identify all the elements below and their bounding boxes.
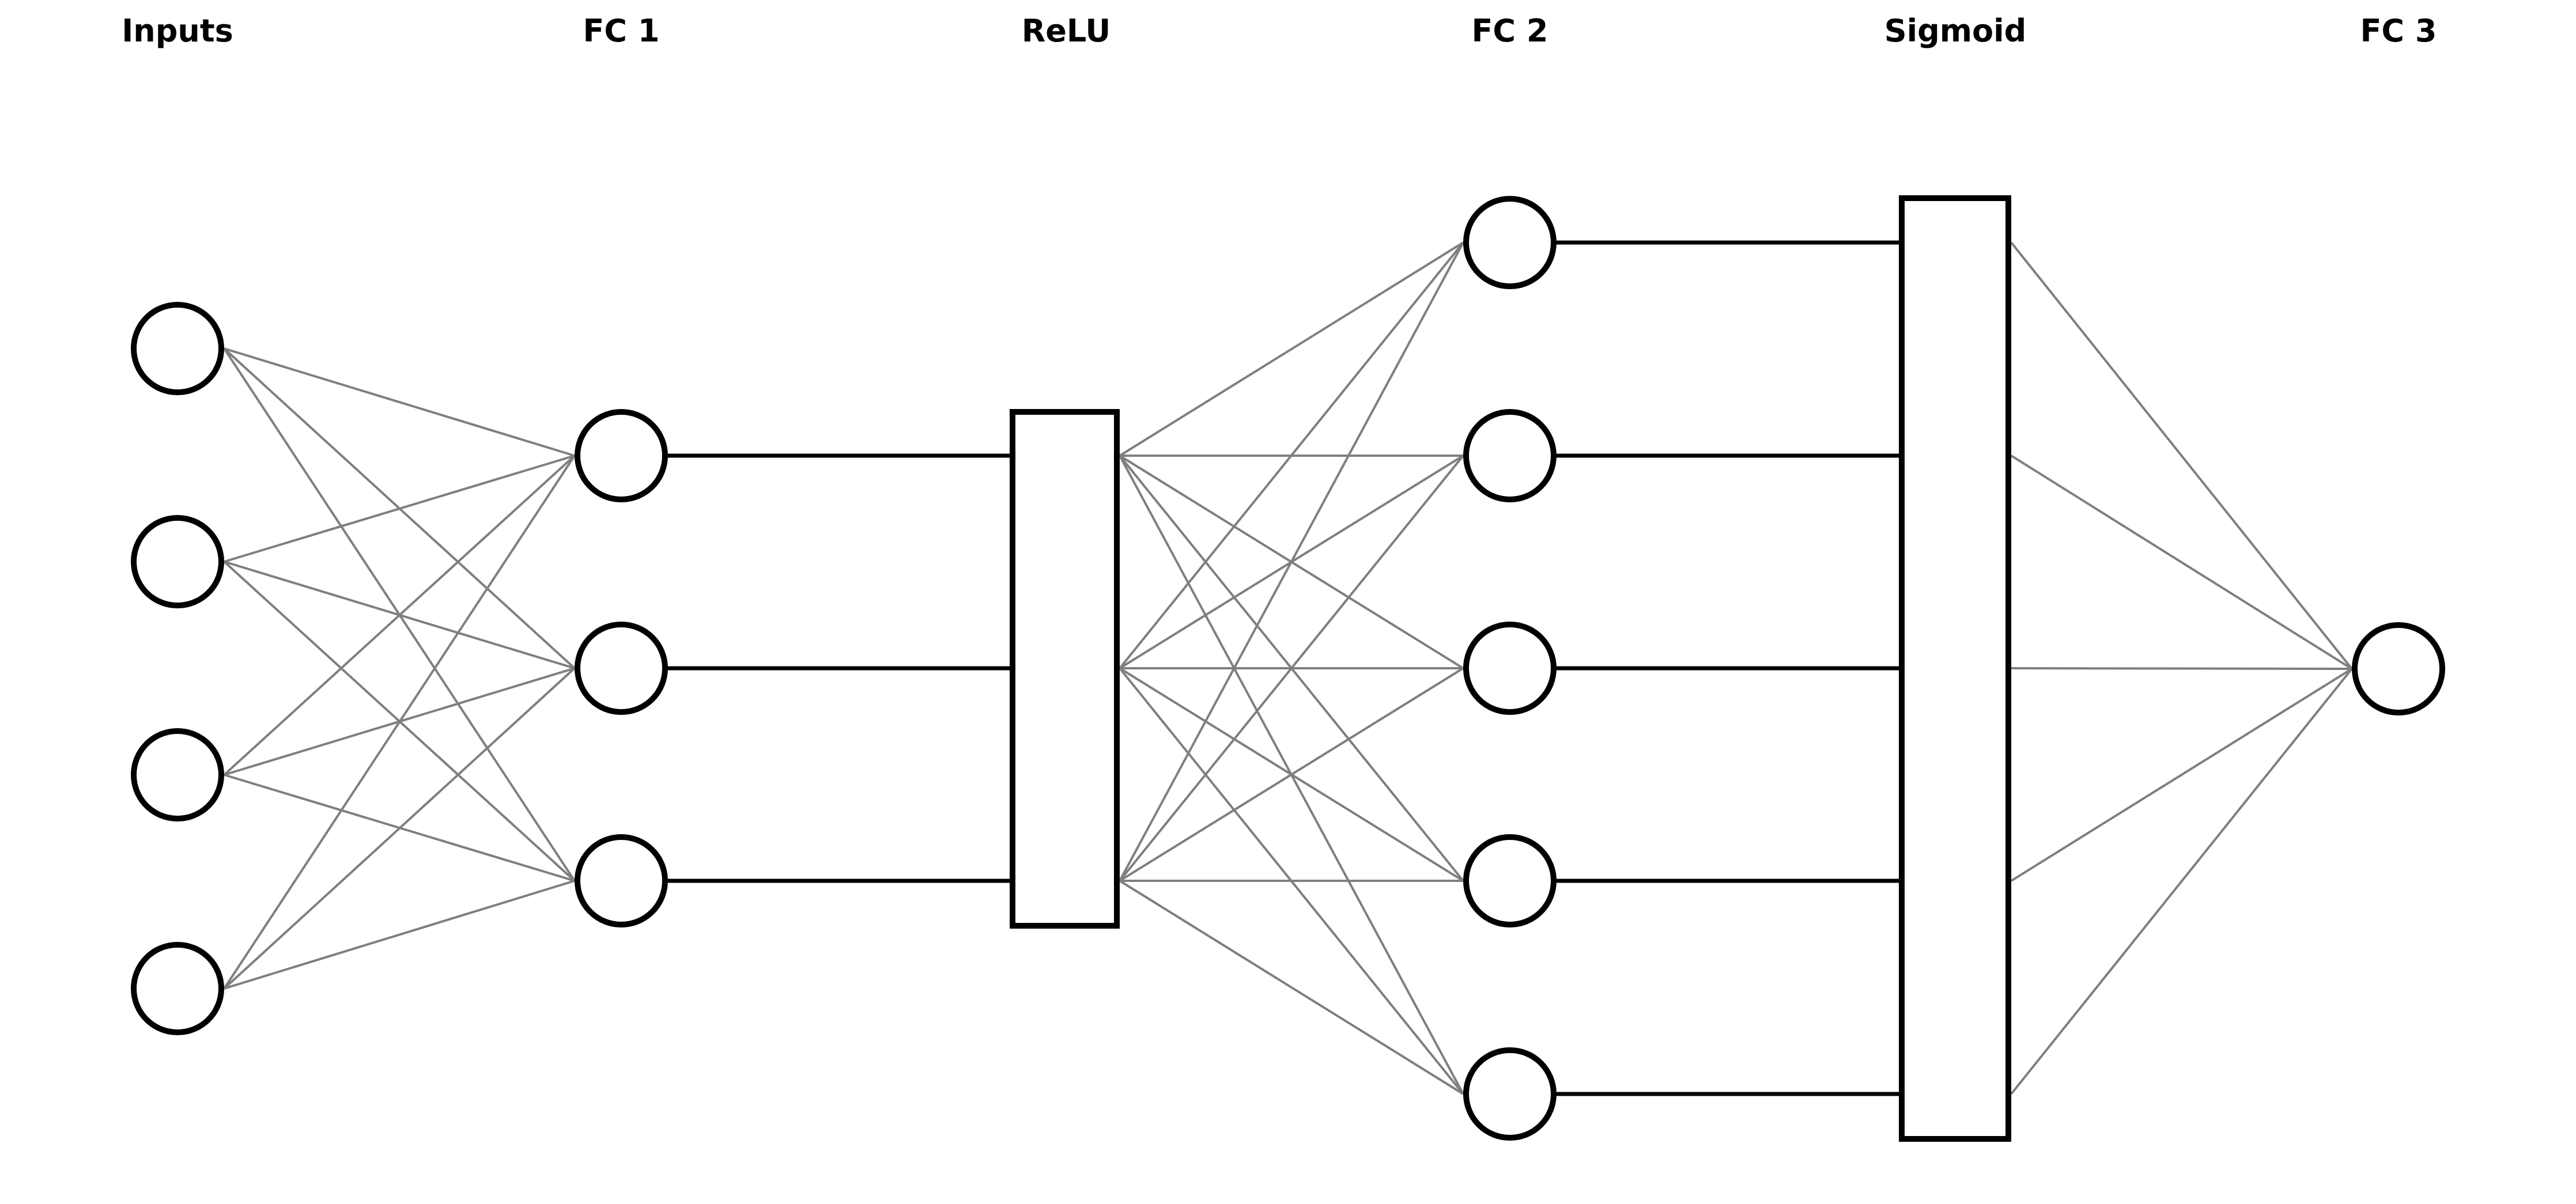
node-fc2-1 — [1463, 196, 1557, 289]
connection-relu-3-to-fc2-3 — [1119, 667, 1464, 882]
connection-relu-3-to-fc2-1 — [1119, 242, 1464, 881]
connection-sigmoid-3-to-fc3-1 — [2011, 667, 2352, 670]
node-fc3-1 — [2352, 622, 2445, 715]
connection-inputs-4-to-fc1-3 — [224, 880, 575, 990]
node-inputs-3 — [131, 728, 224, 821]
node-inputs-4 — [131, 942, 224, 1035]
node-fc2-2 — [1463, 409, 1557, 502]
activation-box-relu — [1010, 409, 1120, 929]
connection-inputs-1-to-fc1-1 — [224, 347, 575, 457]
layer-label-fc2: FC 2 — [1472, 13, 1548, 49]
node-fc1-2 — [575, 622, 668, 715]
layer-label-sigmoid: Sigmoid — [1884, 13, 2027, 49]
connection-relu-3-to-fc2-5 — [1119, 880, 1464, 1095]
connection-relu-3-to-fc2-2 — [1119, 455, 1464, 882]
node-fc1-3 — [575, 834, 668, 927]
connection-inputs-3-to-fc1-1 — [223, 455, 576, 776]
connection-sigmoid-4-to-fc3-1 — [2010, 668, 2353, 882]
node-inputs-2 — [131, 515, 224, 608]
connection-sigmoid-2-to-fc3-1 — [2010, 455, 2353, 670]
connection-inputs-4-to-fc1-1 — [223, 455, 576, 990]
node-fc2-4 — [1463, 834, 1557, 927]
connection-sigmoid-1-to-fc3-1 — [2010, 241, 2353, 670]
activation-box-sigmoid — [1899, 195, 2011, 1142]
connection-inputs-4-to-fc1-2 — [223, 667, 576, 990]
connection-inputs-2-to-fc1-1 — [224, 455, 575, 563]
node-fc2-3 — [1463, 622, 1557, 715]
node-fc2-5 — [1463, 1047, 1557, 1141]
node-fc1-1 — [575, 409, 668, 502]
layer-label-inputs: Inputs — [122, 13, 233, 49]
connection-relu-2-to-fc2-1 — [1119, 241, 1464, 669]
layer-label-fc1: FC 1 — [583, 13, 660, 49]
connection-relu-1-to-fc2-1 — [1119, 241, 1464, 457]
layer-label-fc3: FC 3 — [2360, 13, 2437, 49]
connection-sigmoid-5-to-fc3-1 — [2010, 668, 2353, 1095]
layer-label-relu: ReLU — [1022, 13, 1111, 49]
node-inputs-1 — [131, 302, 224, 395]
